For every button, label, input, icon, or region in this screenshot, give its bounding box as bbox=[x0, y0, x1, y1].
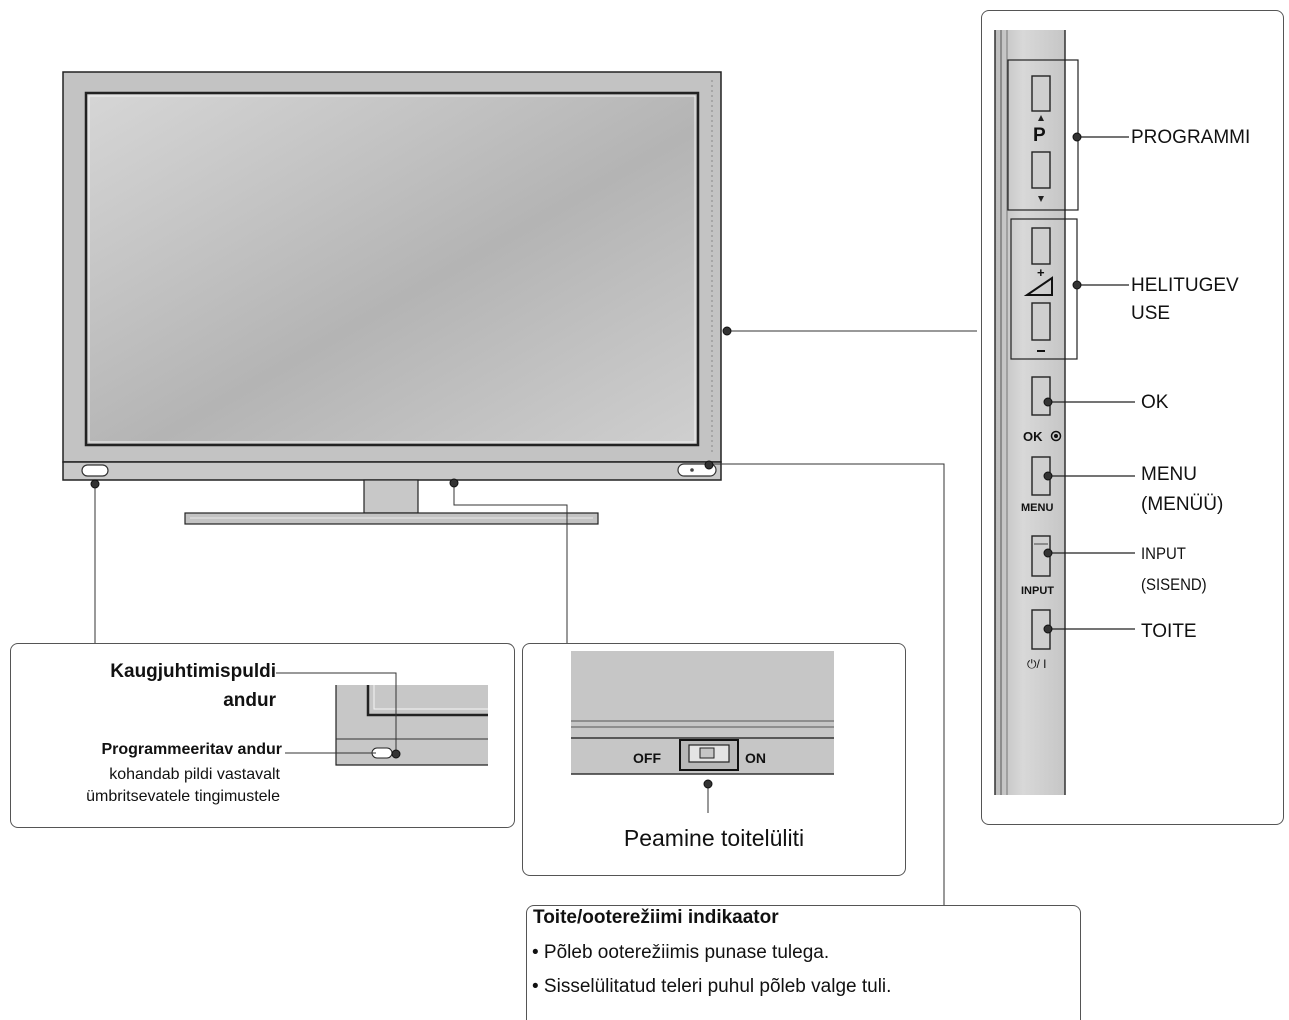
volume-up-button[interactable] bbox=[1031, 227, 1051, 265]
power-label: TOITE bbox=[1141, 621, 1197, 642]
switch-off-label: OFF bbox=[633, 750, 661, 766]
indicator-bullet-2: • Sisselülitatud teleri puhul põleb valg… bbox=[532, 976, 892, 997]
volume-down-button[interactable] bbox=[1031, 302, 1051, 341]
ok-button[interactable] bbox=[1031, 376, 1051, 416]
remote-sensor-label-line1: Kaugjuhtimispuldi bbox=[110, 661, 276, 682]
main-switch-dot bbox=[449, 478, 459, 488]
power-button-symbol: ⏻/ I bbox=[1027, 657, 1047, 671]
remote-sensor-window bbox=[81, 464, 109, 477]
input-button-text: INPUT bbox=[1021, 585, 1054, 597]
indicator-box bbox=[526, 905, 1081, 1020]
tv-set bbox=[62, 71, 722, 525]
remote-sensor-label-line2: andur bbox=[223, 690, 276, 711]
sensor-closeup bbox=[276, 672, 488, 766]
programmable-sensor-desc-line1: kohandab pildi vastavalt bbox=[109, 766, 280, 783]
programme-down-button[interactable] bbox=[1031, 151, 1051, 189]
side-control-panel: P + OK MENU INPUT ⏻/ I bbox=[994, 30, 1135, 795]
menu-label-line1: MENU bbox=[1141, 464, 1197, 485]
input-label-line2: (SISEND) bbox=[1141, 575, 1207, 594]
input-label-line1: INPUT bbox=[1141, 544, 1186, 563]
menu-label-line2: (MENÜÜ) bbox=[1141, 494, 1224, 515]
ok-icon bbox=[1050, 430, 1062, 442]
indicator-title: Toite/ooterežiimi indikaator bbox=[533, 907, 779, 928]
programmable-sensor-title: Programmeeritav andur bbox=[101, 741, 282, 758]
programme-symbol: P bbox=[1033, 125, 1046, 146]
indicator-dot bbox=[704, 460, 714, 470]
menu-button-text: MENU bbox=[1021, 502, 1053, 514]
volume-icon bbox=[1023, 276, 1053, 296]
volume-label-line2: USE bbox=[1131, 303, 1171, 324]
indicator-bullet-1: • Põleb ooterežiimis punase tulega. bbox=[532, 942, 830, 963]
sensor-dot bbox=[90, 479, 100, 489]
programme-label: PROGRAMMI bbox=[1131, 127, 1251, 148]
ok-button-text: OK bbox=[1023, 429, 1043, 444]
programmable-sensor-desc-line2: ümbritsevatele tingimustele bbox=[86, 788, 280, 805]
input-button[interactable] bbox=[1031, 535, 1051, 577]
switch-on-label: ON bbox=[745, 750, 766, 766]
ok-label: OK bbox=[1141, 392, 1169, 413]
volume-label-line1: HELITUGEV bbox=[1131, 275, 1239, 296]
main-switch-closeup: OFF ON bbox=[571, 651, 834, 813]
main-power-switch[interactable] bbox=[679, 739, 739, 771]
leader-lines bbox=[94, 330, 977, 908]
svg-text:+: + bbox=[1037, 265, 1045, 280]
side-panel-dot bbox=[722, 326, 732, 336]
main-switch-caption: Peamine toitelüliti bbox=[623, 825, 805, 851]
programme-up-button[interactable] bbox=[1031, 75, 1051, 112]
